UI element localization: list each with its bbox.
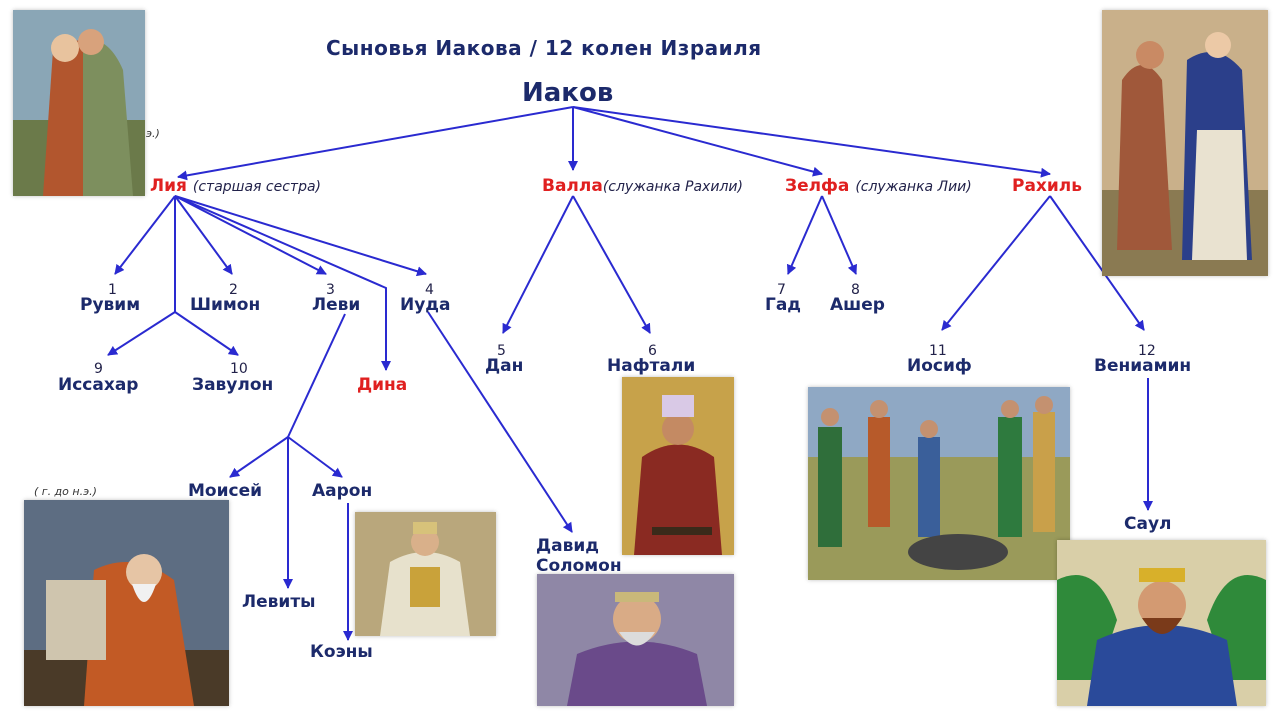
son-number: 1: [108, 282, 117, 298]
edge-judah-david: [427, 311, 573, 533]
wife-rachel: Рахиль: [1012, 176, 1083, 196]
edge-zilpah-gad: [787, 195, 823, 275]
son-judah: Иуда: [400, 295, 451, 315]
edge-jacob-zilpah: [572, 106, 823, 177]
son-number: 9: [94, 361, 103, 377]
daughter-dinah: Дина: [357, 375, 408, 395]
son-number: 2: [229, 282, 238, 298]
son-naphtali: Нафтали: [607, 356, 696, 376]
edge-leah-simeon: [174, 195, 233, 275]
painting-moses: 1446: [24, 500, 229, 706]
son-asher: Ашер: [830, 295, 885, 315]
descendant-aaron: Аарон: [312, 481, 373, 501]
descendant-solomon: Соломон: [536, 556, 622, 576]
edge-rachel-benjamin: [1049, 195, 1145, 331]
edge-jacob-leah: [177, 106, 574, 181]
son-number: 11: [929, 343, 947, 359]
wife-leah-name: Лия: [150, 176, 187, 196]
diagram-title: Сыновья Иакова / 12 колен Израиля: [326, 36, 762, 60]
son-number: 12: [1138, 343, 1156, 359]
painting-saul: [1057, 540, 1266, 706]
wife-zilpah: Зелфа (служанка Лии): [785, 178, 972, 195]
edge-leah-reuben: [114, 195, 176, 275]
son-gad: Гад: [765, 295, 802, 315]
son-reuben: Рувим: [80, 295, 141, 315]
son-number: 5: [497, 343, 506, 359]
son-number: 6: [648, 343, 657, 359]
wife-leah-note: (старшая сестра): [192, 179, 322, 195]
wife-bilhah: Валла(служанка Рахили): [542, 178, 743, 195]
son-number: 4: [425, 282, 434, 298]
son-number: 7: [777, 282, 786, 298]
descendant-kohanim: Коэны: [310, 642, 373, 662]
edge-leah-zebulun: [174, 311, 239, 356]
son-dan: Дан: [485, 356, 524, 376]
edge-bilhah-dan: [502, 195, 574, 334]
wife-zilpah-name: Зелфа: [785, 176, 850, 196]
son-simeon: Шимон: [190, 295, 261, 315]
son-number: 10: [230, 361, 248, 377]
wife-bilhah-note: (служанка Рахили): [602, 179, 743, 195]
wife-bilhah-name: Валла: [542, 176, 603, 196]
son-benjamin: Вениамин: [1094, 356, 1192, 376]
edge-bilhah-naphtali: [572, 195, 651, 334]
root-node-jacob: Иаков: [522, 78, 614, 108]
descendant-levites: Левиты: [242, 592, 316, 612]
text-fragment-mid: ( г. до н.э.): [34, 485, 97, 498]
edge-levi-trunk: [287, 313, 346, 438]
edge-leah-dinah: [174, 195, 391, 371]
son-levi: Леви: [312, 295, 361, 315]
painting-jacob-rachel-embrace: [13, 10, 145, 196]
painting-solomon: [537, 574, 734, 706]
painting-joseph-brothers: [808, 387, 1070, 580]
edge-rachel-joseph: [941, 195, 1051, 331]
wife-zilpah-note: (служанка Лии): [855, 179, 972, 195]
descendant-moses: Моисей: [188, 481, 263, 501]
wife-leah: Лия (старшая сестра): [150, 178, 321, 195]
painting-aaron: [355, 512, 496, 636]
edge-levi-aaron: [287, 436, 343, 478]
edge-leah-judah: [174, 195, 427, 277]
edge-leah-levi: [174, 195, 327, 275]
edge-leah-issachar: [107, 311, 176, 356]
painting-jacob-rachel-well: [1102, 10, 1268, 276]
text-fragment-top: э.): [146, 127, 160, 140]
edge-levi-moses: [229, 436, 289, 478]
edge-jacob-rachel: [572, 106, 1051, 178]
son-joseph: Иосиф: [907, 356, 972, 376]
son-zebulun: Завулон: [192, 375, 274, 395]
descendant-saul: Саул: [1124, 514, 1172, 534]
painting-naphtali-king: [622, 377, 734, 555]
son-issachar: Иссахар: [58, 375, 139, 395]
edge-zilpah-asher: [821, 195, 857, 275]
descendant-david: Давид: [536, 536, 600, 556]
son-number: 3: [326, 282, 335, 298]
son-number: 8: [851, 282, 860, 298]
